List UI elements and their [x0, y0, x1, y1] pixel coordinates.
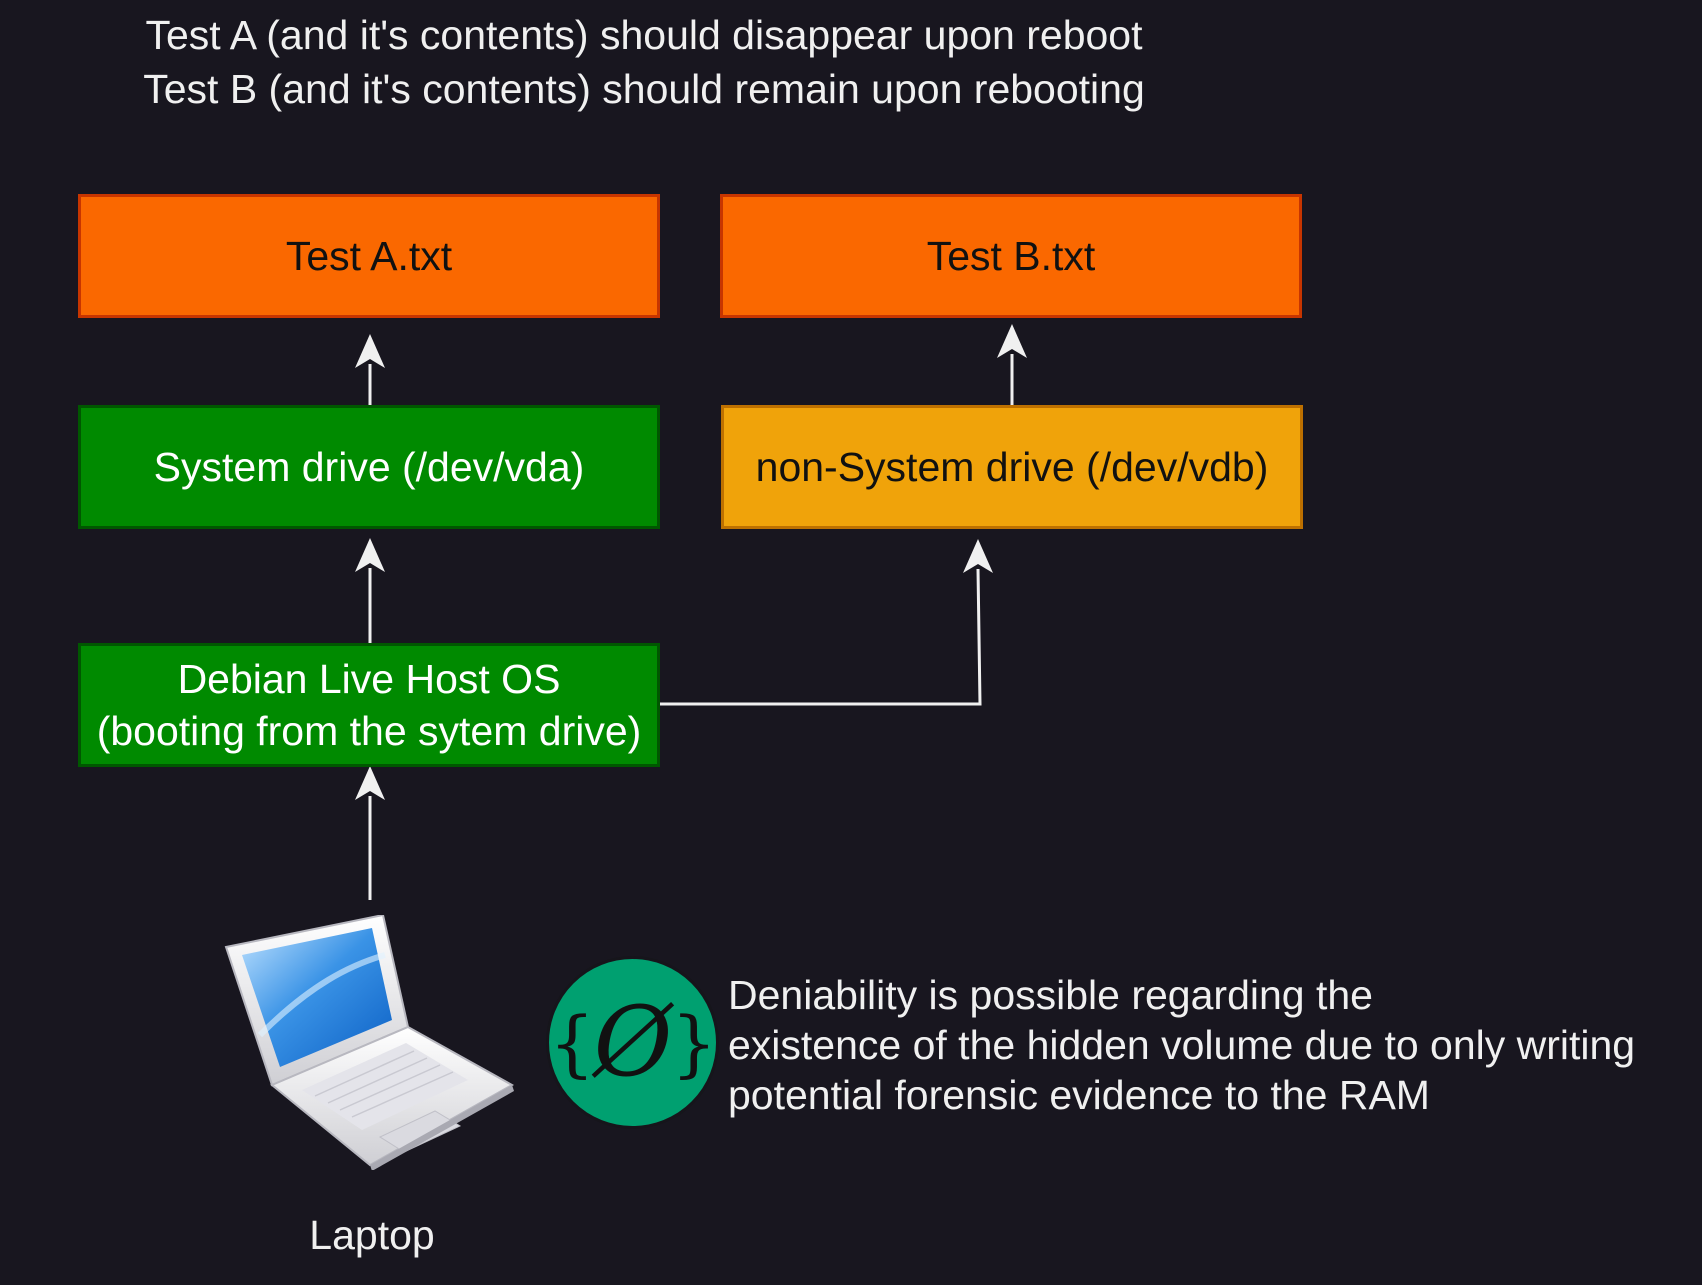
arrow-system-drive-to-test-a	[355, 334, 385, 405]
test-a-file-label: Test A.txt	[285, 233, 453, 279]
test-b-file-node: Test B.txt	[720, 194, 1302, 318]
header-line-1: Test A (and it's contents) should disapp…	[145, 12, 1143, 58]
host-os-label-line-1: Debian Live Host OS	[177, 656, 561, 702]
logo-right-brace: }	[671, 1001, 717, 1085]
arrow-host-os-to-system-drive	[355, 538, 385, 643]
null-set-logo-icon: { Ø }	[546, 956, 719, 1129]
system-drive-node: System drive (/dev/vda)	[78, 405, 660, 529]
host-os-node: Debian Live Host OS (booting from the sy…	[78, 643, 660, 767]
non-system-drive-node: non-System drive (/dev/vdb)	[721, 405, 1303, 529]
deniability-note: Deniability is possible regarding the ex…	[728, 970, 1698, 1120]
note-line-3: potential forensic evidence to the RAM	[728, 1072, 1430, 1118]
host-os-label-line-2: (booting from the sytem drive)	[96, 708, 642, 754]
logo-left-brace: {	[549, 1001, 595, 1085]
arrow-host-os-to-non-system-drive	[660, 539, 993, 706]
note-line-1: Deniability is possible regarding the	[728, 972, 1373, 1018]
arrow-non-system-drive-to-test-b	[997, 324, 1027, 405]
logo-null-glyph: Ø	[592, 986, 675, 1098]
test-a-file-node: Test A.txt	[78, 194, 660, 318]
laptop-caption: Laptop	[309, 1212, 435, 1258]
non-system-drive-label: non-System drive (/dev/vdb)	[755, 444, 1269, 490]
laptop-icon	[224, 915, 515, 1170]
system-drive-label: System drive (/dev/vda)	[153, 444, 585, 490]
arrow-laptop-to-host-os	[355, 766, 385, 900]
note-line-2: existence of the hidden volume due to on…	[728, 1022, 1636, 1068]
header-line-2: Test B (and it's contents) should remain…	[143, 66, 1145, 112]
test-b-file-label: Test B.txt	[926, 233, 1096, 279]
